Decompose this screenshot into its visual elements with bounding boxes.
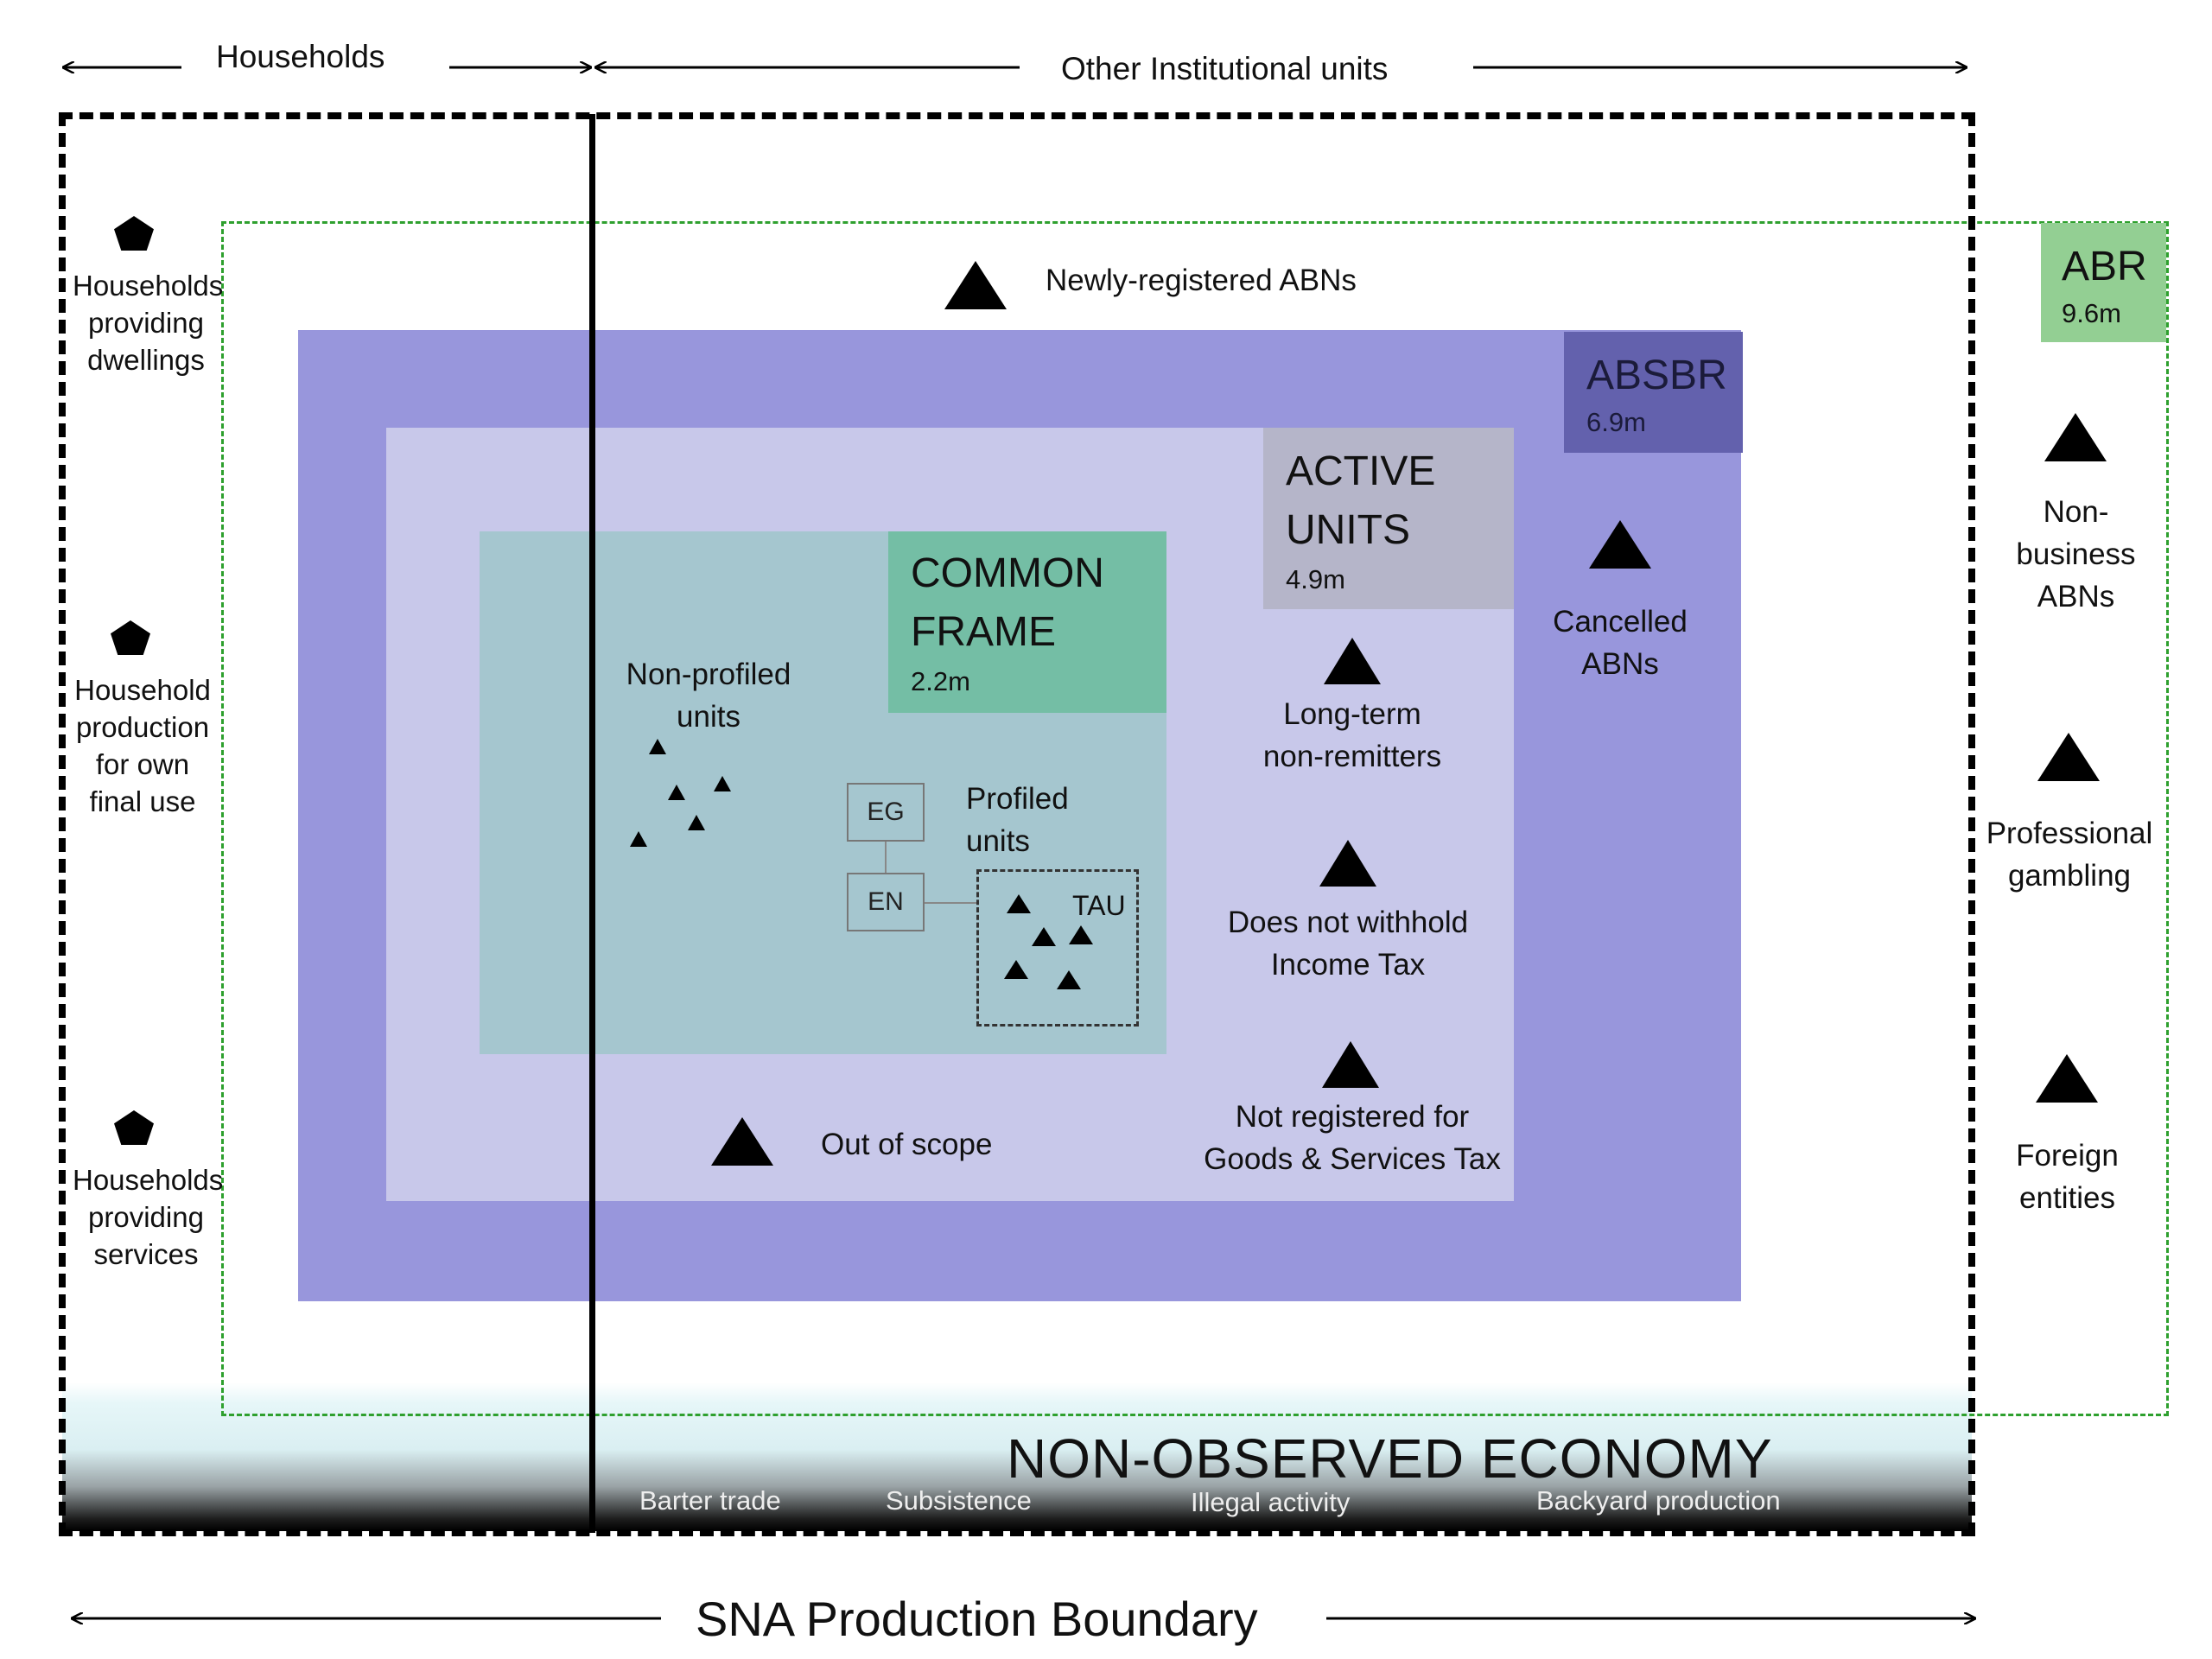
abr-region [221,221,2169,1416]
active-units-value: 4.9m [1286,564,1345,594]
noe-item-subsistence: Subsistence [886,1485,1032,1516]
noe-item-illegal: Illegal activity [1191,1487,1351,1517]
triangle-icon [944,261,1007,309]
common-frame-title-line1: COMMON [911,550,1104,596]
other-units-header: Other Institutional units [1061,51,1389,86]
common-frame-value: 2.2m [911,666,970,696]
triangle-icon [630,831,647,847]
triangle-icon [1069,925,1093,944]
abr-header: ABR 9.6m [2041,223,2166,342]
eg-en-connector [885,842,887,873]
triangle-icon [711,1117,773,1166]
en-tau-connector [925,902,976,904]
triangle-icon [2037,733,2100,781]
triangle-icon [1057,970,1081,989]
noe-item-barter: Barter trade [639,1485,781,1516]
abr-title: ABR [2062,244,2147,289]
active-units-header: ACTIVE UNITS 4.9m [1263,428,1514,609]
noe-item-backyard: Backyard production [1536,1485,1781,1516]
common-frame-title-line2: FRAME [911,609,1056,655]
active-units-title-line2: UNITS [1286,507,1410,553]
triangle-icon [1322,1041,1379,1088]
triangle-icon [649,739,666,754]
triangle-icon [688,815,705,830]
newly-registered-abns-label: Newly-registered ABNs [1046,264,1357,297]
triangle-icon [1032,927,1056,946]
tau-box: TAU [976,869,1139,1027]
triangle-icon [1589,520,1651,569]
triangle-icon [2044,413,2107,461]
triangle-icon [1004,960,1028,979]
triangle-icon [1319,840,1376,887]
non-observed-economy-title: NON-OBSERVED ECONOMY [1007,1427,1773,1490]
active-units-title-line1: ACTIVE [1286,448,1436,494]
sna-boundary-box [59,112,1975,1536]
absbr-value: 6.9m [1586,407,1646,437]
triangle-icon [1007,894,1031,913]
sna-production-boundary-label: SNA Production Boundary [696,1592,1258,1646]
non-observed-economy-band [62,1382,1972,1531]
tau-label: TAU [1072,890,1126,921]
households-divider [589,114,595,1533]
eg-box: EG [847,783,925,842]
triangle-icon [1324,638,1381,684]
en-box: EN [847,873,925,931]
abr-value: 9.6m [2062,298,2121,328]
absbr-title: ABSBR [1586,353,1727,398]
triangle-icon [668,785,685,800]
absbr-header: ABSBR 6.9m [1564,332,1743,453]
households-header: Households [216,39,385,74]
triangle-icon [714,776,731,791]
triangle-icon [2036,1054,2098,1103]
common-frame-header: COMMON FRAME 2.2m [888,531,1166,713]
out-of-scope-label: Out of scope [821,1128,993,1161]
